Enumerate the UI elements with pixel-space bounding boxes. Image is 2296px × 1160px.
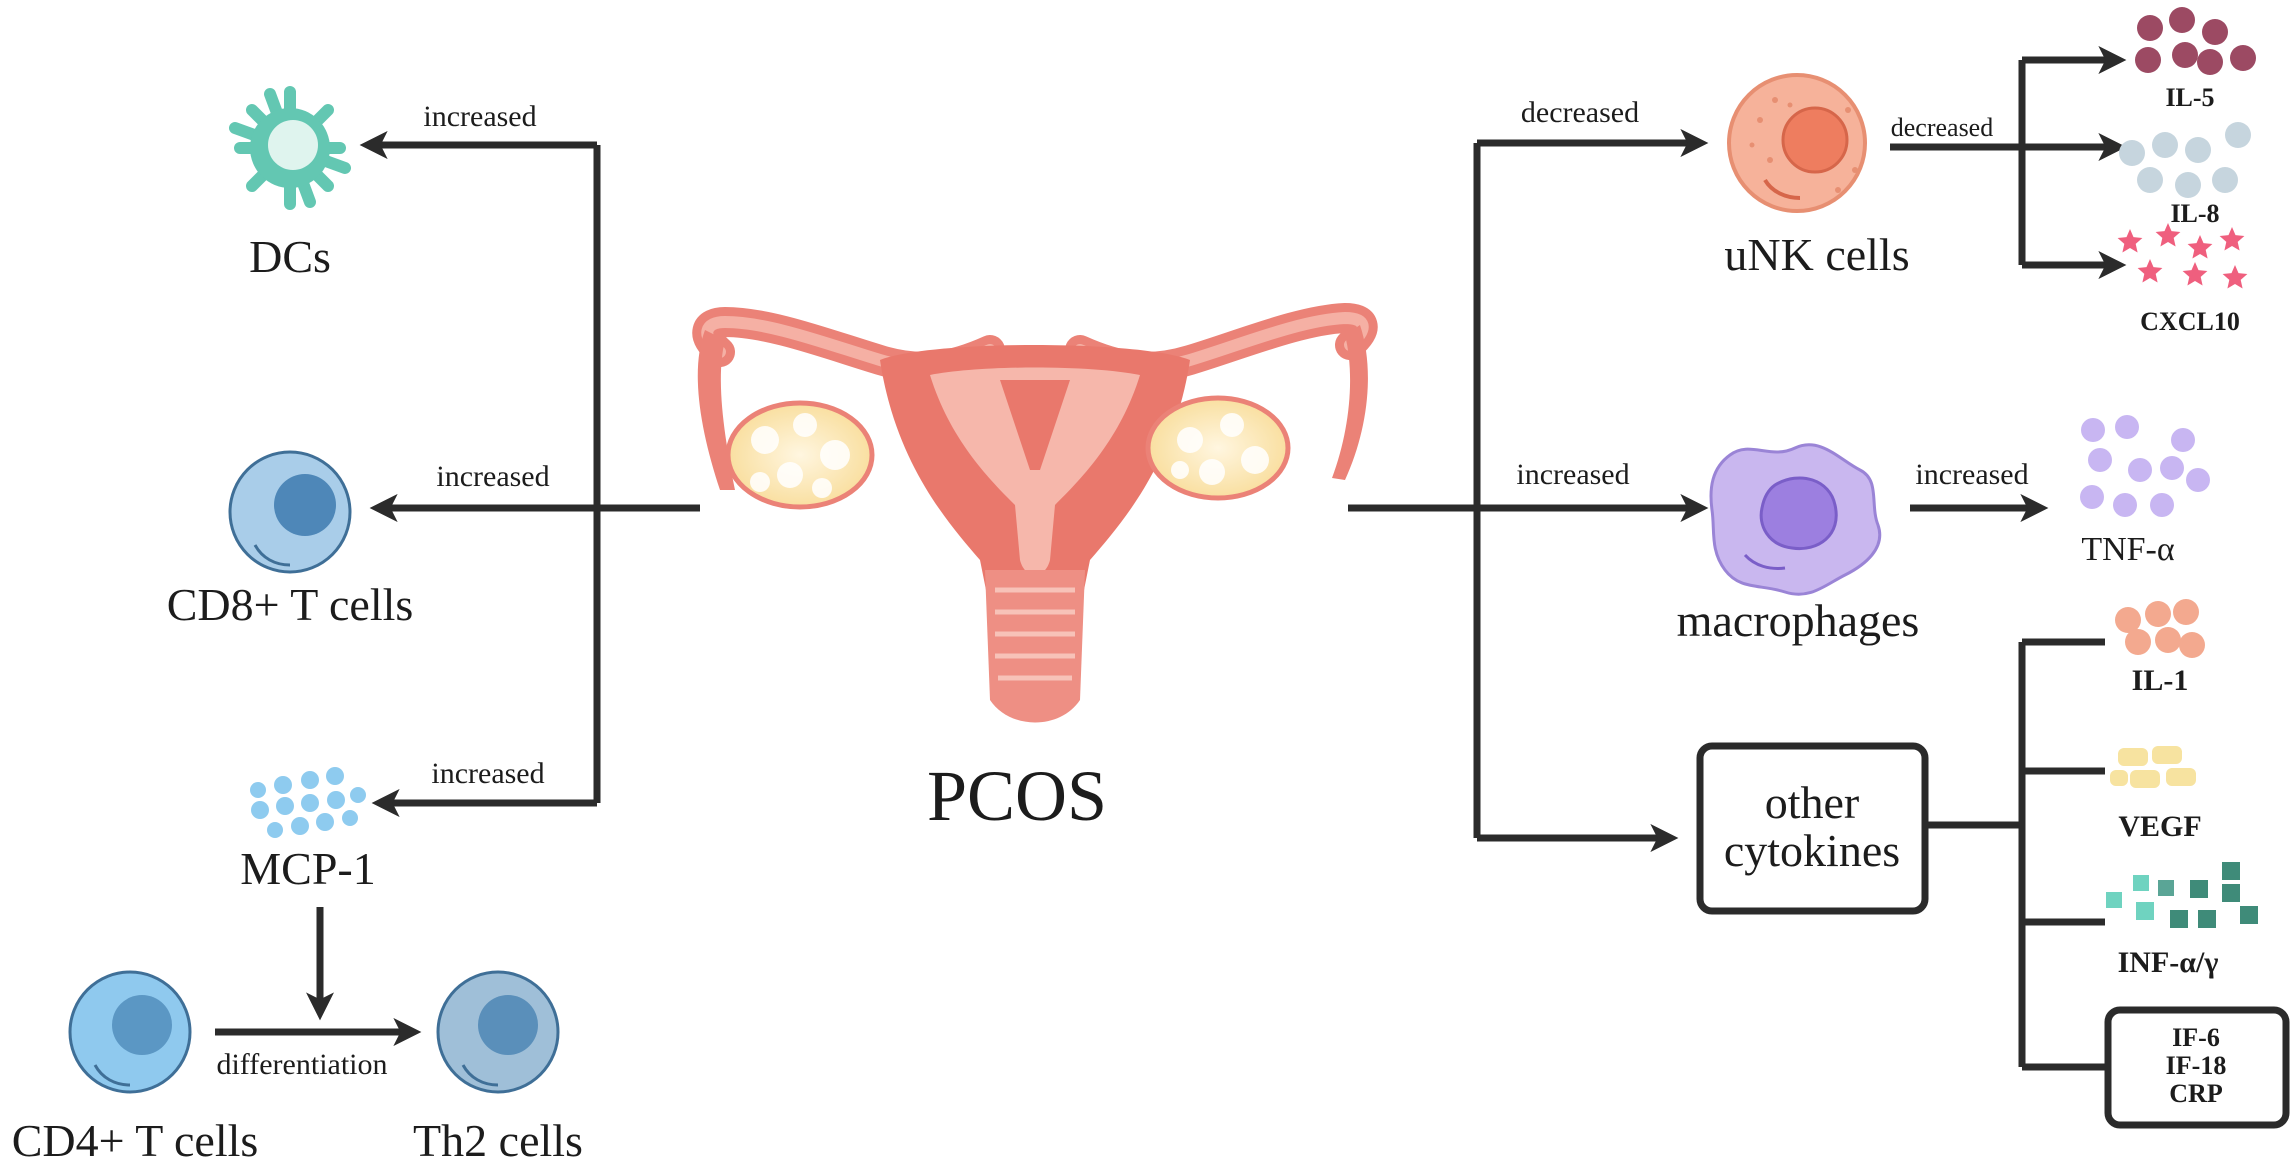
differentiation-label: differentiation (216, 1048, 387, 1081)
cd4-t-cell-icon (68, 970, 192, 1094)
cd4-label: CD4+ T cells (12, 1115, 259, 1160)
cxcl10-star (2182, 262, 2208, 286)
unk-arrow-label: decreased (1521, 96, 1639, 129)
mcp1-arrow-label: increased (431, 757, 544, 790)
tnf-label: TNF-α (2081, 531, 2175, 568)
il5-particles-icon (2135, 7, 2256, 75)
unk-cell-icon (1727, 73, 1867, 213)
cxcl10-star (2155, 223, 2181, 247)
macrophage-cell-icon (1709, 443, 1882, 596)
cxcl10-star (2117, 229, 2143, 253)
vegf-label: VEGF (2118, 810, 2201, 843)
mcp1-particles-icon (250, 767, 366, 838)
uterus-illustration (692, 302, 1378, 723)
il8-label: IL-8 (2170, 199, 2219, 228)
il1-particles-icon (2115, 599, 2205, 658)
cxcl10-star (2187, 235, 2213, 259)
il8-particles-icon (2119, 122, 2251, 198)
right-ovary (1145, 395, 1291, 501)
other-cytokines-box: other cytokines (1696, 742, 1929, 915)
cxcl10-star (2219, 227, 2245, 251)
dcs-label: DCs (249, 231, 331, 282)
dc-cell-icon (229, 86, 351, 210)
other-cytokines-line1: other (1765, 777, 1860, 828)
unk-label: uNK cells (1724, 229, 1909, 280)
cxcl10-star (2137, 259, 2163, 283)
misc-cytokines-box: IF-6 IF-18 CRP (2104, 1006, 2290, 1129)
th2-label: Th2 cells (413, 1115, 583, 1160)
misc-line2: IF-18 (2166, 1051, 2227, 1080)
unk-out-label: decreased (1891, 113, 1993, 142)
cxcl10-label: CXCL10 (2140, 307, 2240, 336)
macrophages-arrow-label: increased (1516, 458, 1629, 491)
macrophages-label: macrophages (1677, 595, 1920, 646)
mcp1-label: MCP-1 (240, 843, 375, 894)
tnf-particles-icon (2080, 415, 2210, 517)
left-connectors (215, 131, 700, 1046)
th2-cell-icon (436, 970, 560, 1094)
cd8-arrow-label: increased (436, 460, 549, 493)
misc-line1: IF-6 (2172, 1023, 2220, 1052)
il1-label: IL-1 (2132, 664, 2189, 697)
misc-line3: CRP (2169, 1079, 2223, 1108)
il5-label: IL-5 (2165, 83, 2214, 112)
cxcl10-stars-icon (2117, 223, 2248, 289)
right-connectors (1348, 46, 2127, 1071)
other-cytokines-line2: cytokines (1724, 825, 1900, 876)
left-ovary (725, 400, 875, 510)
inf-label: INF-α/γ (2118, 946, 2219, 979)
vegf-particles-icon (2110, 746, 2196, 788)
inf-squares-icon (2106, 862, 2258, 928)
cd8-t-cell-icon (228, 450, 352, 574)
pcos-title: PCOS (927, 756, 1107, 836)
cd8-label: CD8+ T cells (167, 579, 414, 630)
dcs-arrow-label: increased (423, 100, 536, 133)
cxcl10-star (2222, 265, 2248, 289)
macrophages-out-label: increased (1915, 458, 2028, 491)
